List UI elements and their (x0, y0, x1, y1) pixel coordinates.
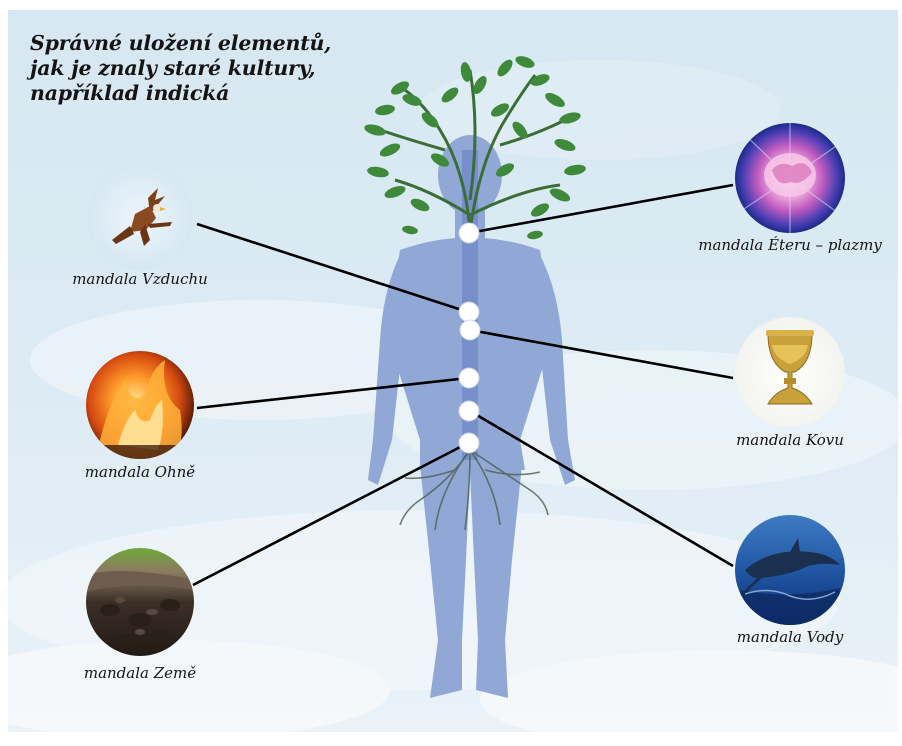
node-eteru (459, 223, 479, 243)
label-vzduchu: mandala Vzduchu (72, 270, 208, 288)
mandala-vzduchu-image (87, 164, 193, 270)
node-vody (459, 401, 479, 421)
title-line-1: Správné uložení elementů, (30, 31, 331, 55)
label-ohne: mandala Ohně (85, 463, 195, 481)
title-line-3: například indická (30, 81, 229, 105)
node-kovu (460, 320, 480, 340)
mandala-vody-image (735, 515, 845, 625)
label-eteru: mandala Éteru – plazmy (698, 236, 882, 254)
node-vzduchu (459, 302, 479, 322)
title-line-2: jak je znaly staré kultury, (30, 56, 315, 80)
node-ohne (459, 368, 479, 388)
label-vody: mandala Vody (737, 628, 843, 646)
mandala-kovu-image (735, 317, 845, 427)
label-kovu: mandala Kovu (736, 431, 844, 449)
node-zeme (459, 433, 479, 453)
label-zeme: mandala Země (84, 664, 196, 682)
